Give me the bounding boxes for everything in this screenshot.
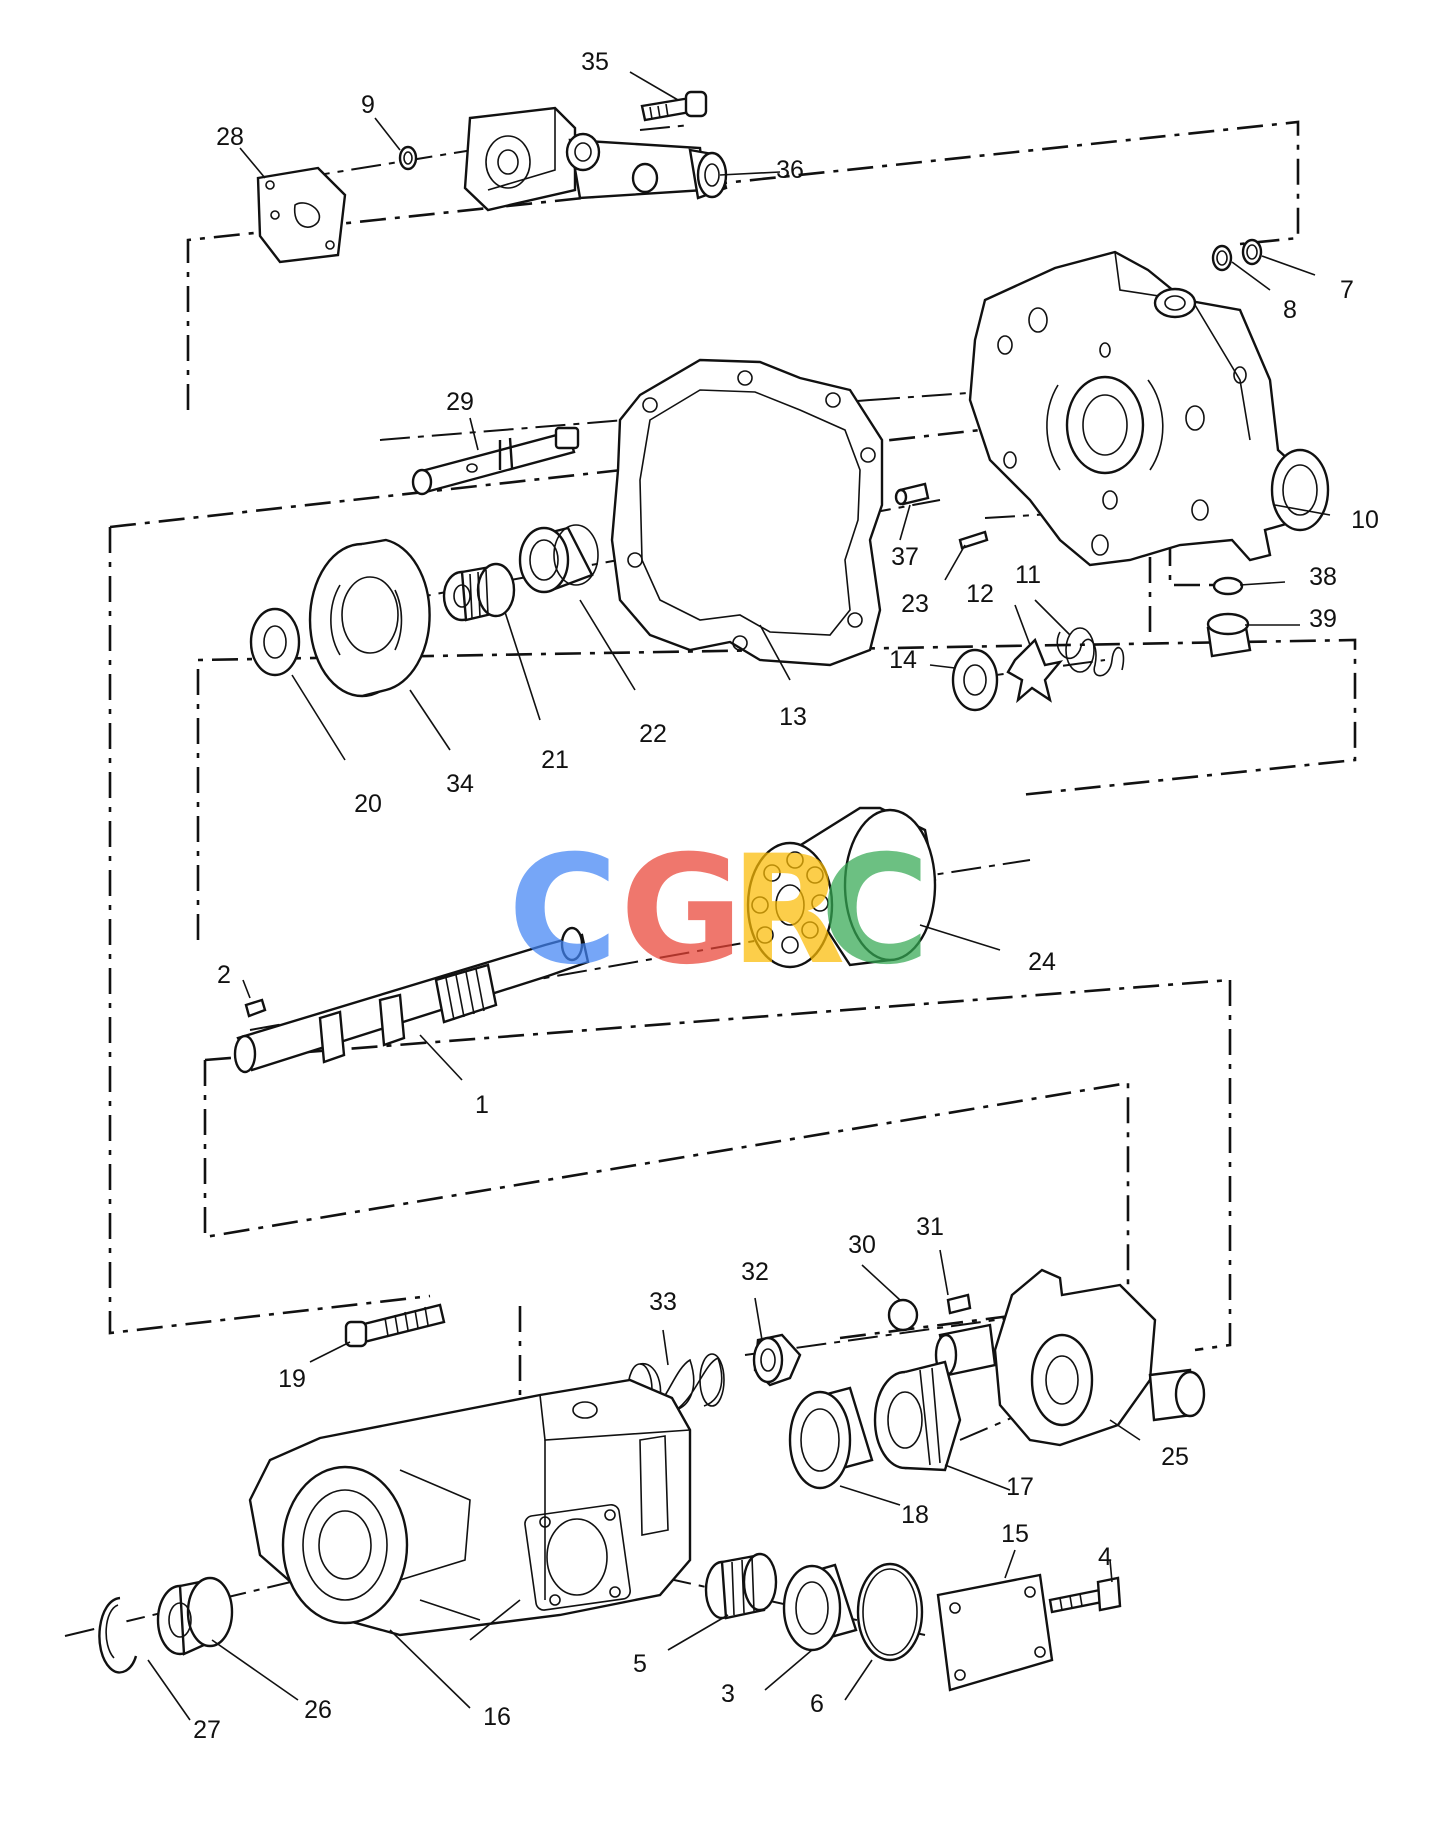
part-35-bolt [640, 90, 708, 122]
part-5-roller-bearing [704, 1552, 778, 1620]
part-32-poppet [752, 1333, 802, 1387]
part-11-spring [1056, 627, 1125, 677]
part-21-roller-bearing [442, 562, 516, 622]
watermark-letter-r: R [730, 824, 846, 998]
callout-23: 23 [901, 590, 929, 618]
part-10-end-housing [968, 250, 1330, 567]
callout-36: 36 [776, 156, 804, 184]
part-28-gasket [256, 166, 347, 264]
callout-3: 3 [721, 1680, 735, 1708]
part-27-retaining-ring [98, 1596, 138, 1674]
part-3-bearing-cup [782, 1563, 858, 1652]
callout-7: 7 [1340, 276, 1354, 304]
part-4-bolt [1048, 1576, 1122, 1614]
watermark-letter-c1: C [508, 824, 618, 998]
part-16-main-housing [248, 1378, 692, 1641]
part-22-bearing-race [518, 524, 599, 594]
part-15-cover-plate [936, 1573, 1054, 1692]
callout-26: 26 [304, 1696, 332, 1724]
part-30-ball [887, 1298, 919, 1332]
callout-24: 24 [1028, 948, 1056, 976]
callout-37: 37 [891, 543, 919, 571]
callout-2: 2 [217, 961, 231, 989]
part-1-drive-shaft [233, 926, 590, 1074]
callout-25: 25 [1161, 1443, 1189, 1471]
callout-6: 6 [810, 1690, 824, 1718]
part-20-washer [249, 607, 301, 677]
part-13-gasket [610, 358, 884, 667]
watermark-letter-c2: C [820, 824, 930, 998]
callout-1: 1 [475, 1091, 489, 1119]
part-19-bolt [344, 1303, 446, 1348]
callout-32: 32 [741, 1258, 769, 1286]
part-18-bearing-cup [788, 1386, 874, 1490]
part-23-pin [958, 530, 989, 550]
part-38-seal [1212, 576, 1244, 596]
callout-39: 39 [1309, 605, 1337, 633]
callout-27: 27 [193, 1716, 221, 1744]
callout-29: 29 [446, 388, 474, 416]
callout-28: 28 [216, 123, 244, 151]
callout-17: 17 [1006, 1473, 1034, 1501]
callout-11: 11 [1015, 561, 1041, 589]
part-6-o-ring [856, 1562, 924, 1662]
cgrc-watermark: C G R C [508, 824, 930, 998]
callout-30: 30 [848, 1231, 876, 1259]
callout-10: 10 [1351, 506, 1379, 534]
callout-22: 22 [639, 720, 667, 748]
valve-block-top [463, 106, 728, 212]
callout-8: 8 [1283, 296, 1297, 324]
callout-35: 35 [581, 48, 609, 76]
callout-34: 34 [446, 770, 474, 798]
callout-33: 33 [649, 1288, 677, 1316]
callout-21: 21 [541, 746, 569, 774]
callout-labels: 35 9 28 36 7 8 10 29 37 23 12 11 14 38 3… [193, 48, 1379, 1744]
callout-31: 31 [916, 1213, 944, 1241]
part-14-seat [951, 648, 999, 712]
leader-lines [147, 71, 1331, 1721]
callout-4: 4 [1098, 1543, 1112, 1571]
callout-38: 38 [1309, 563, 1337, 591]
watermark-letter-g: G [620, 824, 743, 998]
part-17-taper-bearing [873, 1360, 962, 1472]
callout-13: 13 [779, 703, 807, 731]
part-37-pin [894, 482, 930, 506]
part-7-8-o-rings [1211, 238, 1263, 272]
callout-19: 19 [278, 1365, 306, 1393]
part-9-o-ring [398, 145, 418, 171]
part-25-swashplate [934, 1268, 1206, 1447]
part-26-bearing [156, 1576, 234, 1656]
part-24-cylinder-block [746, 806, 937, 969]
callout-18: 18 [901, 1501, 929, 1529]
part-29-pin [411, 426, 580, 496]
callout-9: 9 [361, 91, 375, 119]
callout-20: 20 [354, 790, 382, 818]
part-12-retainer [1006, 637, 1064, 704]
callout-5: 5 [633, 1650, 647, 1678]
callout-14: 14 [889, 646, 917, 674]
part-31-pin [946, 1293, 972, 1315]
part-34-valve-plate [308, 538, 431, 698]
part-2-key [244, 998, 267, 1018]
part-39-plug [1206, 612, 1252, 658]
callout-16: 16 [483, 1703, 511, 1731]
callout-12: 12 [966, 580, 994, 608]
callout-15: 15 [1001, 1520, 1029, 1548]
